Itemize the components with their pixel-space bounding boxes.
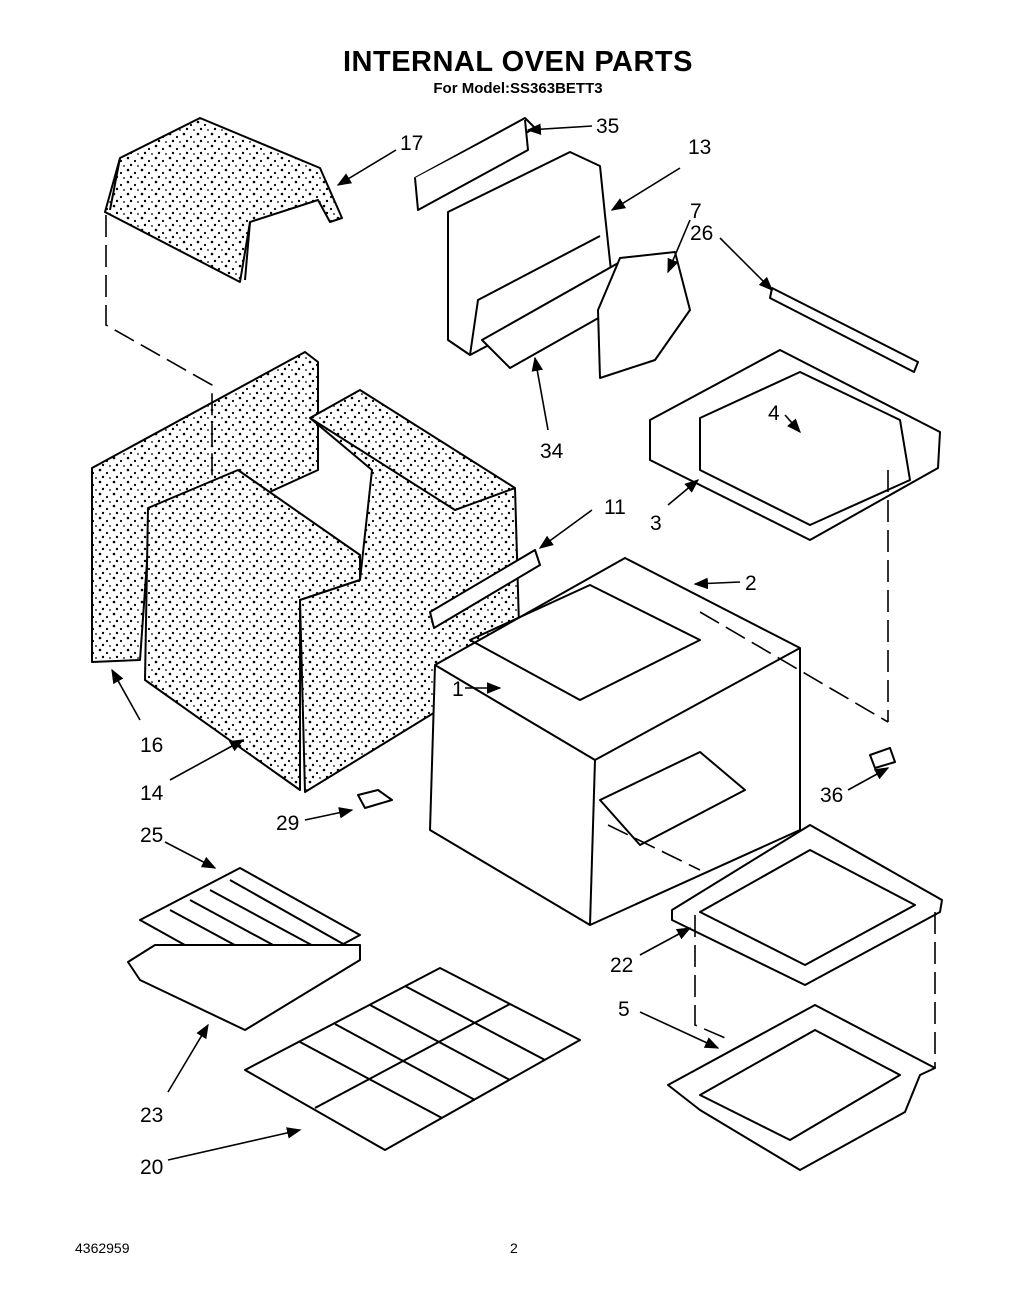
callout-1: 1 — [452, 678, 464, 701]
callout-14: 14 — [140, 782, 164, 805]
leader-arrows — [111, 123, 890, 1161]
callout-17: 17 — [400, 132, 423, 155]
top-pan-3 — [649, 349, 941, 541]
callout-11: 11 — [604, 496, 626, 519]
oven-rack-20 — [244, 967, 581, 1151]
callout-20: 20 — [140, 1156, 163, 1179]
vent-strip-11 — [429, 549, 541, 629]
callout-36: 36 — [820, 784, 843, 807]
broiler-pan-23 — [127, 944, 361, 1031]
callout-2: 2 — [745, 572, 757, 595]
callout-35: 35 — [596, 115, 619, 138]
callout-13: 13 — [688, 136, 711, 159]
alignment-lines — [105, 215, 936, 1068]
page-number: 2 — [510, 1240, 518, 1256]
callout-26: 26 — [690, 222, 713, 245]
insulation-top-17 — [104, 117, 343, 283]
callout-16: 16 — [140, 734, 163, 757]
oven-cavity-2 — [429, 557, 801, 926]
page-title: INTERNAL OVEN PARTS — [342, 46, 693, 78]
callout-23: 23 — [140, 1104, 163, 1127]
bracket-7 — [597, 251, 691, 379]
callout-5: 5 — [618, 998, 630, 1021]
callout-34: 34 — [540, 440, 564, 463]
clip-36 — [869, 747, 896, 769]
callout-22: 22 — [610, 954, 633, 977]
model-subtitle: For Model:SS363BETT3 — [433, 80, 603, 97]
baffle-13 — [447, 151, 613, 356]
callout-25: 25 — [140, 824, 163, 847]
callout-4: 4 — [768, 402, 780, 425]
bottom-panel-22 — [671, 824, 943, 986]
burner-base-5 — [667, 1004, 936, 1171]
bracket-29 — [357, 789, 393, 809]
callout-3: 3 — [650, 512, 662, 535]
callout-29: 29 — [276, 812, 299, 835]
callout-7: 7 — [690, 200, 702, 223]
strip-26 — [769, 287, 919, 373]
document-number: 4362959 — [75, 1240, 130, 1256]
